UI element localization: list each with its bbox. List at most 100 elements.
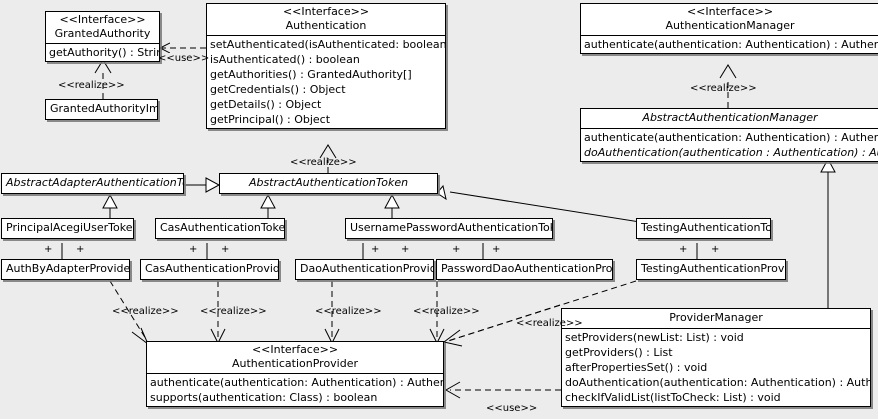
- divider: [581, 35, 878, 36]
- stereotype-label: <<Interface>>: [282, 5, 370, 18]
- edge-generalization-castoken: [260, 193, 276, 218]
- class-name: AbstractAuthenticationManager: [642, 111, 818, 124]
- class-header: <<Interface>> GrantedAuthority: [46, 12, 159, 43]
- member: setAuthenticated(isAuthenticated: boolea…: [210, 38, 446, 51]
- member: getAuthority() : String: [49, 46, 160, 59]
- members-compartment: authenticate(authentication: Authenticat…: [581, 36, 878, 53]
- member: authenticate(authentication: Authenticat…: [584, 38, 878, 51]
- member: getPrincipal() : Object: [210, 113, 331, 126]
- members-compartment: getAuthority() : String: [46, 44, 159, 61]
- class-name: GrantedAuthority: [54, 27, 151, 40]
- class-name: DaoAuthenticationProvider: [300, 262, 434, 275]
- class-abstract-adapter-authentication-token[interactable]: AbstractAdapterAuthenticationToken: [1, 173, 184, 194]
- member: setProviders(newList: List) : void: [565, 331, 744, 344]
- edge-label-realize-passworddao: <<realize>>: [413, 306, 480, 317]
- class-password-dao-authentication-provider[interactable]: PasswordDaoAuthenticationProvider: [436, 259, 613, 280]
- member: getCredentials() : Object: [210, 83, 346, 96]
- association-visibility-marker: +: [76, 244, 85, 255]
- member: getProviders() : List: [565, 346, 673, 359]
- divider: [147, 373, 443, 374]
- class-name: AuthenticationManager: [665, 19, 795, 32]
- edge-label-realize-grantedauthorityimpl: <<realize>>: [58, 80, 125, 91]
- divider: [562, 328, 870, 329]
- class-testing-authentication-provider[interactable]: TestingAuthenticationProvider: [636, 259, 786, 280]
- association-visibility-marker: +: [679, 244, 688, 255]
- class-name: TestingAuthenticationToken: [641, 221, 770, 234]
- class-name: PasswordDaoAuthenticationProvider: [441, 262, 613, 275]
- members-compartment: setAuthenticated(isAuthenticated: boolea…: [207, 36, 445, 128]
- class-name: AbstractAdapterAuthenticationToken: [6, 176, 183, 189]
- association-visibility-marker: +: [492, 244, 501, 255]
- edge-generalization-userpasstoken: [384, 193, 400, 218]
- class-name: CasAuthenticationProvider: [145, 262, 279, 275]
- class-name: Authentication: [285, 19, 367, 32]
- class-name: UsernamePasswordAuthenticationToken: [350, 221, 553, 234]
- class-granted-authority[interactable]: <<Interface>> GrantedAuthority getAuthor…: [45, 11, 160, 62]
- member: doAuthentication(authentication : Authen…: [584, 146, 878, 159]
- class-name: ProviderManager: [669, 311, 763, 324]
- edge-label-realize-casprovider: <<realize>>: [200, 306, 267, 317]
- class-name: CasAuthenticationToken: [160, 221, 285, 234]
- edge-use-providermanager-authenticationprovider: [444, 381, 561, 399]
- stereotype-label: <<Interface>>: [59, 13, 146, 26]
- association-visibility-marker: +: [371, 244, 380, 255]
- class-name: AuthenticationProvider: [231, 357, 359, 370]
- members-compartment: authenticate(authentication: Authenticat…: [581, 129, 878, 161]
- class-cas-authentication-provider[interactable]: CasAuthenticationProvider: [140, 259, 279, 280]
- class-name: GrantedAuthorityImpl: [50, 102, 158, 115]
- edge-label-realize-testingprovider: <<realize>>: [516, 318, 583, 329]
- association-visibility-marker: +: [711, 244, 720, 255]
- edge-label-use-providermanager: <<use>>: [486, 403, 538, 414]
- association-visibility-marker: +: [189, 244, 198, 255]
- class-header: <<Interface>> AuthenticationProvider: [147, 342, 443, 373]
- edge-label-realize-abstractauthenticationtoken: <<realize>>: [290, 157, 357, 168]
- edge-label-realize-authbyadapter: <<realize>>: [112, 306, 179, 317]
- class-auth-by-adapter-provider[interactable]: AuthByAdapterProvider: [1, 259, 130, 280]
- class-dao-authentication-provider[interactable]: DaoAuthenticationProvider: [295, 259, 434, 280]
- stereotype-label: <<Interface>>: [686, 5, 774, 18]
- stereotype-label: <<Interface>>: [251, 343, 339, 356]
- member: checkIfValidList(listToCheck: List) : vo…: [565, 391, 781, 404]
- class-authentication-provider[interactable]: <<Interface>> AuthenticationProvider aut…: [146, 341, 444, 407]
- class-header: <<Interface>> Authentication: [207, 4, 445, 35]
- class-name: AuthByAdapterProvider: [6, 262, 130, 275]
- class-authentication[interactable]: <<Interface>> Authentication setAuthenti…: [206, 3, 446, 129]
- class-name: PrincipalAcegiUserToken: [6, 221, 134, 234]
- divider: [46, 43, 159, 44]
- member: supports(authentication: Class) : boolea…: [150, 391, 378, 404]
- edge-generalization-principalacegi: [102, 193, 118, 218]
- class-name: TestingAuthenticationProvider: [641, 262, 785, 275]
- association-visibility-marker: +: [44, 244, 53, 255]
- class-abstract-authentication-manager[interactable]: AbstractAuthenticationManager authentica…: [580, 108, 878, 162]
- member: getAuthorities() : GrantedAuthority[]: [210, 68, 412, 81]
- member: doAuthentication(authentication: Authent…: [565, 376, 870, 389]
- class-abstract-authentication-token[interactable]: AbstractAuthenticationToken: [219, 173, 438, 194]
- edge-label-realize-abstractauthenticationmanager: <<realize>>: [690, 83, 757, 94]
- member: authenticate(authentication: Authenticat…: [150, 376, 443, 389]
- association-visibility-marker: +: [452, 244, 461, 255]
- association-visibility-marker: +: [401, 244, 410, 255]
- class-username-password-authentication-token[interactable]: UsernamePasswordAuthenticationToken: [345, 218, 553, 239]
- edge-label-use-grantedauthority: <<use>>: [158, 53, 210, 64]
- members-compartment: setProviders(newList: List) : void getPr…: [562, 329, 870, 406]
- class-header: <<Interface>> AuthenticationManager: [581, 4, 878, 35]
- member: afterPropertiesSet() : void: [565, 361, 708, 374]
- class-principal-acegi-user-token[interactable]: PrincipalAcegiUserToken: [1, 218, 134, 239]
- edge-generalization-providermanager-abstractmanager: [820, 157, 836, 308]
- class-cas-authentication-token[interactable]: CasAuthenticationToken: [155, 218, 285, 239]
- edge-generalization-testingtoken: [436, 184, 641, 223]
- divider: [581, 128, 878, 129]
- class-authentication-manager[interactable]: <<Interface>> AuthenticationManager auth…: [580, 3, 878, 54]
- class-granted-authority-impl[interactable]: GrantedAuthorityImpl: [45, 99, 158, 120]
- edge-generalization-adaptertoken-token: [184, 177, 221, 193]
- class-provider-manager[interactable]: ProviderManager setProviders(newList: Li…: [561, 308, 871, 407]
- member: getDetails() : Object: [210, 98, 322, 111]
- association-visibility-marker: +: [221, 244, 230, 255]
- divider: [207, 35, 445, 36]
- class-name: AbstractAuthenticationToken: [248, 176, 409, 189]
- member: authenticate(authentication: Authenticat…: [584, 131, 878, 144]
- class-testing-authentication-token[interactable]: TestingAuthenticationToken: [636, 218, 771, 239]
- members-compartment: authenticate(authentication: Authenticat…: [147, 374, 443, 406]
- edge-label-realize-daoprovider: <<realize>>: [315, 306, 382, 317]
